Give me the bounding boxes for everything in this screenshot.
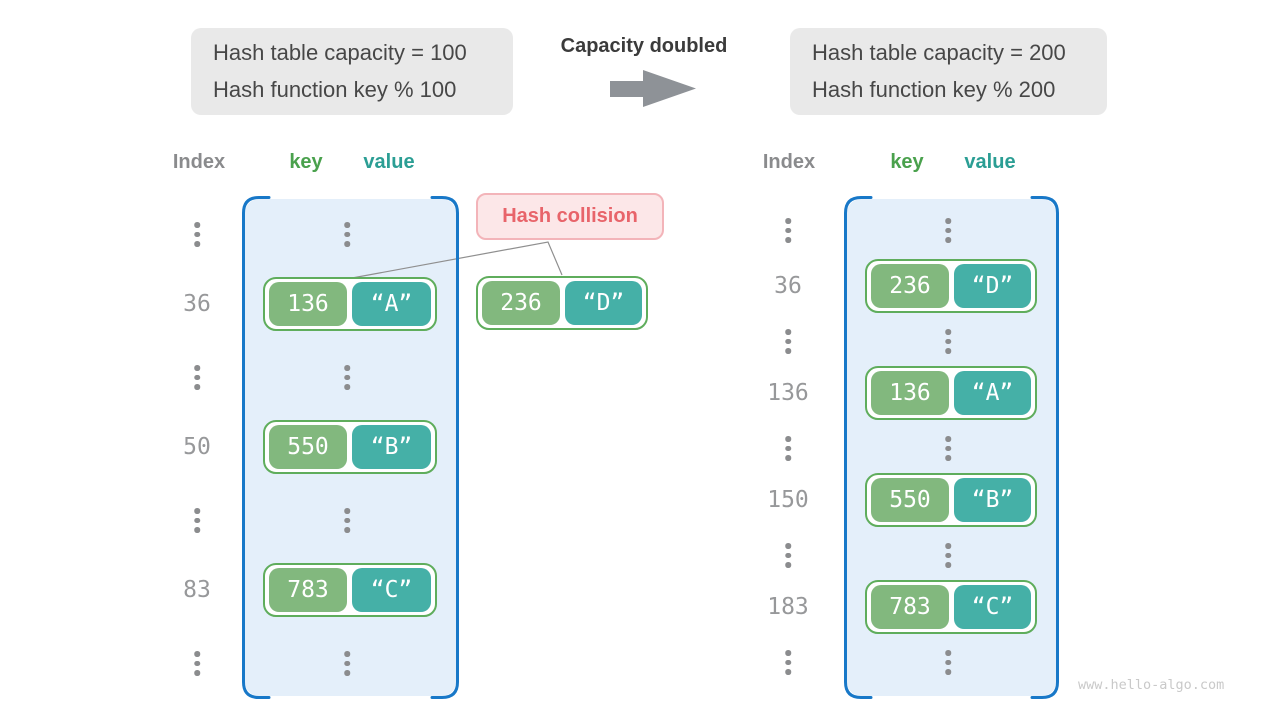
- capacity-after-line1: Hash table capacity = 200: [812, 40, 1066, 65]
- before-index-1: 50: [183, 434, 211, 460]
- value-cell: “D”: [954, 264, 1031, 308]
- key-cell: 236: [871, 264, 949, 308]
- key-cell: 550: [871, 478, 949, 522]
- transition-label: Capacity doubled: [560, 35, 728, 57]
- value-cell: “C”: [352, 568, 431, 612]
- after-pair-2: 550 “B”: [865, 473, 1037, 527]
- before-value-header: value: [363, 151, 415, 173]
- collision-pair: 236 “D”: [476, 276, 648, 330]
- after-pair-3: 783 “C”: [865, 580, 1037, 634]
- key-cell: 136: [871, 371, 949, 415]
- ellipsis-icon: [945, 650, 951, 675]
- ellipsis-icon: [194, 651, 200, 676]
- after-key-header: key: [890, 151, 924, 173]
- value-cell: “D”: [565, 281, 642, 325]
- key-cell: 783: [871, 585, 949, 629]
- ellipsis-icon: [344, 365, 350, 390]
- capacity-after-box: Hash table capacity = 200 Hash function …: [790, 28, 1107, 115]
- after-index-2: 150: [767, 487, 809, 513]
- value-cell: “A”: [352, 282, 431, 326]
- ellipsis-icon: [785, 218, 791, 243]
- ellipsis-icon: [344, 508, 350, 533]
- key-cell: 236: [482, 281, 560, 325]
- before-pair-2: 783 “C”: [263, 563, 437, 617]
- before-index-header: Index: [172, 151, 226, 173]
- capacity-before-box: Hash table capacity = 100 Hash function …: [191, 28, 513, 115]
- key-cell: 136: [269, 282, 347, 326]
- ellipsis-icon: [194, 222, 200, 247]
- key-cell: 783: [269, 568, 347, 612]
- value-cell: “A”: [954, 371, 1031, 415]
- capacity-before-line1: Hash table capacity = 100: [213, 40, 467, 65]
- right-arrow-icon: [610, 70, 696, 107]
- hash-collision-label: Hash collision: [502, 205, 638, 227]
- ellipsis-icon: [785, 329, 791, 354]
- before-index-0: 36: [183, 291, 211, 317]
- ellipsis-icon: [344, 651, 350, 676]
- after-index-3: 183: [767, 594, 809, 620]
- before-pair-0: 136 “A”: [263, 277, 437, 331]
- hash-collision-badge: Hash collision: [476, 193, 664, 240]
- value-cell: “B”: [954, 478, 1031, 522]
- after-pair-0: 236 “D”: [865, 259, 1037, 313]
- watermark: www.hello-algo.com: [1078, 677, 1225, 693]
- after-index-1: 136: [767, 380, 809, 406]
- after-index-0: 36: [774, 273, 802, 299]
- ellipsis-icon: [194, 365, 200, 390]
- ellipsis-icon: [194, 508, 200, 533]
- ellipsis-icon: [945, 218, 951, 243]
- ellipsis-icon: [785, 543, 791, 568]
- after-index-header: Index: [762, 151, 816, 173]
- after-value-header: value: [964, 151, 1016, 173]
- ellipsis-icon: [785, 436, 791, 461]
- ellipsis-icon: [945, 543, 951, 568]
- after-pair-1: 136 “A”: [865, 366, 1037, 420]
- capacity-before-line2: Hash function key % 100: [213, 77, 457, 102]
- ellipsis-icon: [785, 650, 791, 675]
- capacity-after-line2: Hash function key % 200: [812, 77, 1056, 102]
- before-pair-1: 550 “B”: [263, 420, 437, 474]
- ellipsis-icon: [945, 329, 951, 354]
- value-cell: “C”: [954, 585, 1031, 629]
- ellipsis-icon: [344, 222, 350, 247]
- value-cell: “B”: [352, 425, 431, 469]
- before-index-2: 83: [183, 577, 211, 603]
- key-cell: 550: [269, 425, 347, 469]
- ellipsis-icon: [945, 436, 951, 461]
- before-key-header: key: [289, 151, 323, 173]
